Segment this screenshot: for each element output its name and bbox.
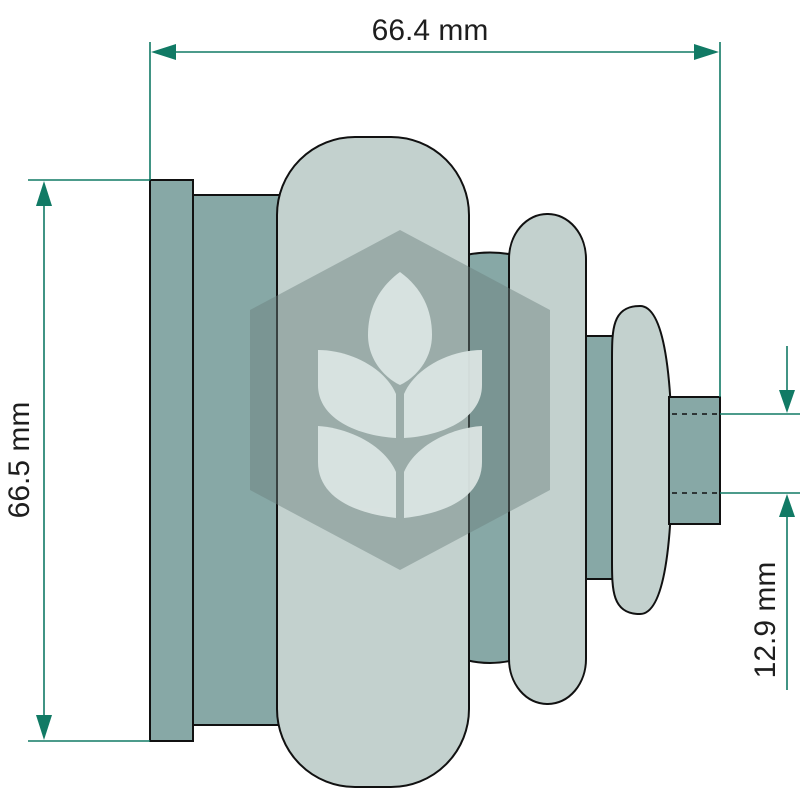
left-collar [192,194,284,726]
inner-diameter-label: 12.9 mm [749,562,782,679]
length-label: 66.4 mm [372,14,489,47]
length-arrow-right [694,44,719,60]
length-dimension: 66.4 mm [149,14,721,397]
diameter-arrow-top [36,181,52,206]
left-flange [149,179,194,742]
inner-arrow-bottom [779,494,795,517]
end-sleeve [668,396,721,525]
inner-diameter-dimension: 12.9 mm [720,346,800,690]
outer-diameter-label: 66.5 mm [3,402,36,519]
outer-diameter-dimension: 66.5 mm [3,179,150,742]
length-arrow-left [151,44,176,60]
inner-arrow-top [779,390,795,413]
small-bellow [611,304,674,616]
wheat-leaf-hexagon-logo-icon [250,230,550,570]
diameter-arrow-bottom [36,715,52,740]
